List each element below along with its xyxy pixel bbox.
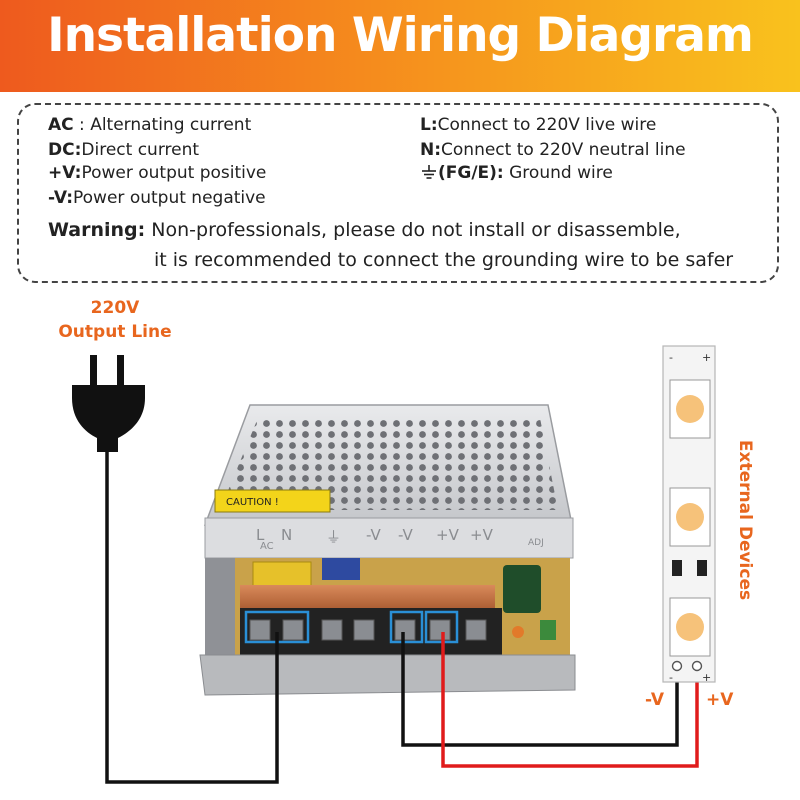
page-title: Installation Wiring Diagram — [47, 8, 754, 63]
strip-top-pos: + — [702, 351, 711, 364]
terminal-label-adj: ADJ — [528, 538, 544, 548]
led-chip-1 — [676, 395, 704, 423]
led-chip-3 — [676, 613, 704, 641]
neg-terminal-highlight — [389, 610, 424, 644]
warning-line-1: Warning: Non-professionals, please do no… — [48, 219, 681, 241]
power-supply-unit: CAUTION ! — [199, 404, 576, 696]
legend-ac: AC : Alternating current — [48, 115, 252, 135]
negative-wire — [401, 632, 679, 747]
led-chip-2 — [676, 503, 704, 531]
title-banner: Installation Wiring Diagram — [0, 0, 800, 92]
terminal-label-l: L — [256, 526, 265, 544]
legend-pos: +V:Power output positive — [48, 163, 267, 183]
input-label-line: Output Line — [58, 322, 172, 342]
legend-neg: -V:Power output negative — [48, 188, 266, 208]
positive-wire — [441, 632, 699, 768]
wires — [105, 452, 699, 784]
legend-dc: DC:Direct current — [48, 140, 200, 160]
ac-input-wire — [105, 452, 279, 784]
terminal-labels: L N AC ⏚ -V -V +V +V ADJ — [208, 524, 570, 554]
legend-l: L:Connect to 220V live wire — [420, 115, 657, 135]
terminal-label-ground: ⏚ — [326, 528, 342, 546]
led-strip: - + - + — [662, 345, 716, 684]
terminal-label-ac: AC — [260, 541, 274, 552]
negative-output-label: -V — [645, 690, 664, 710]
power-plug — [72, 355, 145, 452]
positive-output-label: +V — [706, 690, 734, 710]
terminal-label-pos1: +V — [436, 526, 459, 544]
terminal-label-pos2: +V — [470, 526, 493, 544]
warning-line-2: it is recommended to connect the groundi… — [154, 249, 734, 271]
terminal-label-neg1: -V — [366, 526, 381, 544]
external-devices-label: External Devices — [735, 439, 755, 601]
legend-n: N:Connect to 220V neutral line — [420, 140, 686, 160]
terminal-screws — [249, 619, 487, 641]
caution-label — [214, 489, 331, 513]
terminal-label-n: N — [281, 526, 293, 544]
strip-top-neg: - — [669, 351, 673, 364]
strip-bottom-pos: + — [702, 671, 711, 684]
legend-ground: (FG/E): Ground wire — [420, 163, 613, 183]
input-label-voltage: 220V — [90, 298, 140, 318]
strip-bottom-neg: - — [669, 671, 673, 684]
terminal-label-neg2: -V — [398, 526, 413, 544]
legend-box — [17, 103, 779, 283]
caution-text: CAUTION ! — [226, 497, 279, 508]
ground-icon — [422, 165, 436, 179]
